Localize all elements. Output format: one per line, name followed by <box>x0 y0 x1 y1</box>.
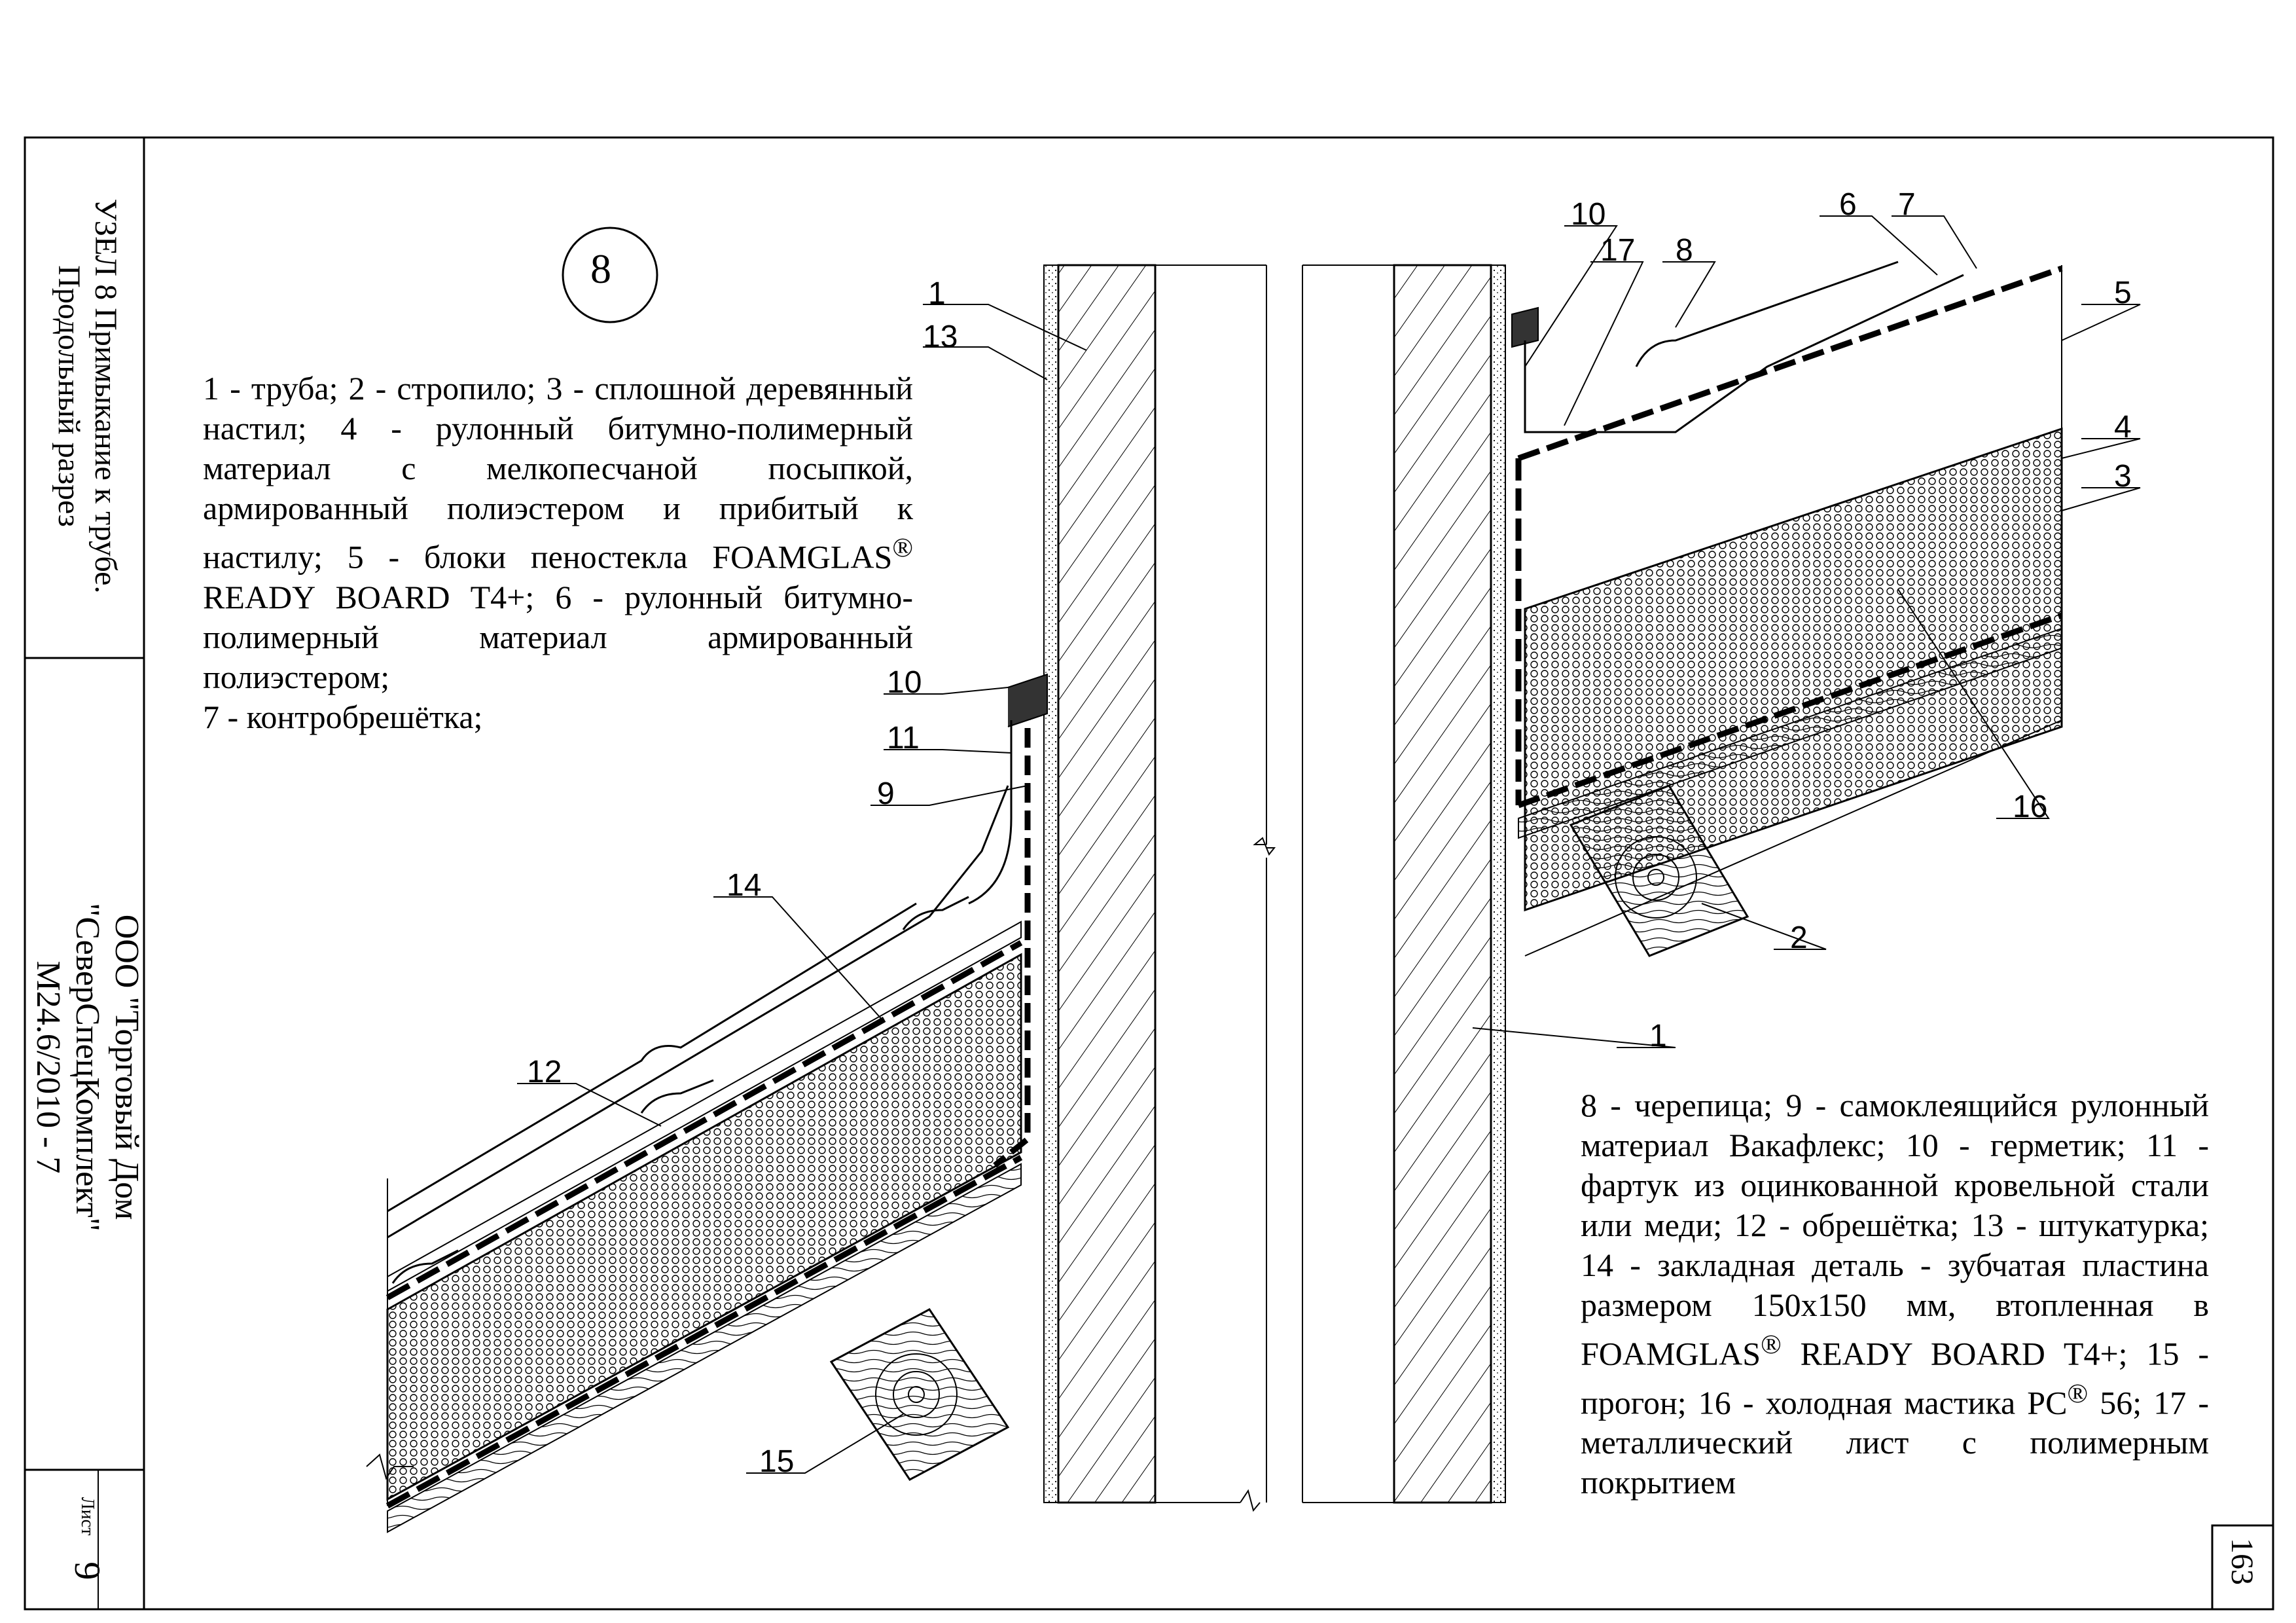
callout-4-right: 4 <box>2114 410 2132 445</box>
organization-line-3: М24.6/2010 - 7 <box>29 960 67 1174</box>
callout-10-left: 10 <box>887 665 922 700</box>
callout-13-left: 13 <box>923 319 958 354</box>
organization-block: ООО "Торговый Дом "СеверСпецКомплект" М2… <box>29 665 145 1470</box>
legend-left-text-1: 1 - труба; 2 - стропило; 3 - сплошной де… <box>203 370 913 575</box>
legend-right-registered-1: ® <box>1761 1330 1782 1360</box>
page-number-box <box>2211 1524 2274 1611</box>
legend-right: 8 - черепица; 9 - самоклеящийся рулонный… <box>1581 1085 2209 1503</box>
callout-1-right: 1 <box>1649 1019 1667 1053</box>
callout-3-right: 3 <box>2114 459 2132 494</box>
legend-left-text-3: 7 - контробрешётка; <box>203 698 483 735</box>
organization-line-1: ООО "Торговый Дом <box>108 914 145 1220</box>
legend-right-text-1: 8 - черепица; 9 - самоклеящийся рулонный… <box>1581 1087 2209 1372</box>
sheet-label: Лист <box>77 1497 98 1536</box>
leaders-left <box>517 304 1087 1474</box>
callout-12-left: 12 <box>527 1055 562 1089</box>
callout-17-right: 17 <box>1600 233 1636 268</box>
legend-left-text-2: READY BOARD T4+; 6 - рулонный битумно-по… <box>203 578 913 695</box>
sheet-frame <box>24 136 2274 1611</box>
callout-5-right: 5 <box>2114 276 2132 310</box>
title-line-1: УЗЕЛ 8 Примыкание к трубе. <box>88 198 123 594</box>
roof-left <box>366 673 1048 1533</box>
chimney-left <box>1043 264 1276 1512</box>
chimney-right <box>1302 264 1506 1504</box>
callout-9-left: 9 <box>877 776 895 811</box>
legend-right-text-3: 56; 17 - металлический лист с полимерным… <box>1581 1384 2209 1501</box>
callout-6-right: 6 <box>1839 187 1857 222</box>
callout-7-right: 7 <box>1898 187 1916 222</box>
sheet-block: Лист 9 <box>31 1473 143 1604</box>
legend-left-registered: ® <box>892 533 913 563</box>
page-number: 163 <box>2225 1538 2259 1585</box>
organization-line-2: "СеверСпецКомплект" <box>69 903 106 1231</box>
page-number-block: 163 <box>2215 1519 2268 1604</box>
legend-right-text-2: READY BOARD T4+; 15 - прогон; 16 - холод… <box>1581 1335 2209 1421</box>
title-block: УЗЕЛ 8 Примыкание к трубе. Продольный ра… <box>31 141 143 651</box>
legend-left: 1 - труба; 2 - стропило; 3 - сплошной де… <box>203 369 913 737</box>
legend-right-registered-2: ® <box>2067 1378 2089 1409</box>
callout-14-left: 14 <box>726 868 762 903</box>
node-number: 8 <box>590 246 611 292</box>
callout-10-right: 10 <box>1571 197 1606 232</box>
callout-16-right: 16 <box>2013 790 2048 824</box>
leaders-right <box>1472 215 2141 1048</box>
roof-right <box>1511 261 2063 957</box>
callout-11-left: 11 <box>887 721 920 756</box>
title-line-2: Продольный разрез <box>52 265 86 527</box>
callout-15-left: 15 <box>759 1444 795 1479</box>
callout-8-right: 8 <box>1676 233 1693 268</box>
callout-1-left: 1 <box>928 276 946 311</box>
callout-2-right: 2 <box>1790 921 1808 955</box>
node-number-circle <box>562 227 658 323</box>
sheet-number: 9 <box>67 1561 107 1580</box>
